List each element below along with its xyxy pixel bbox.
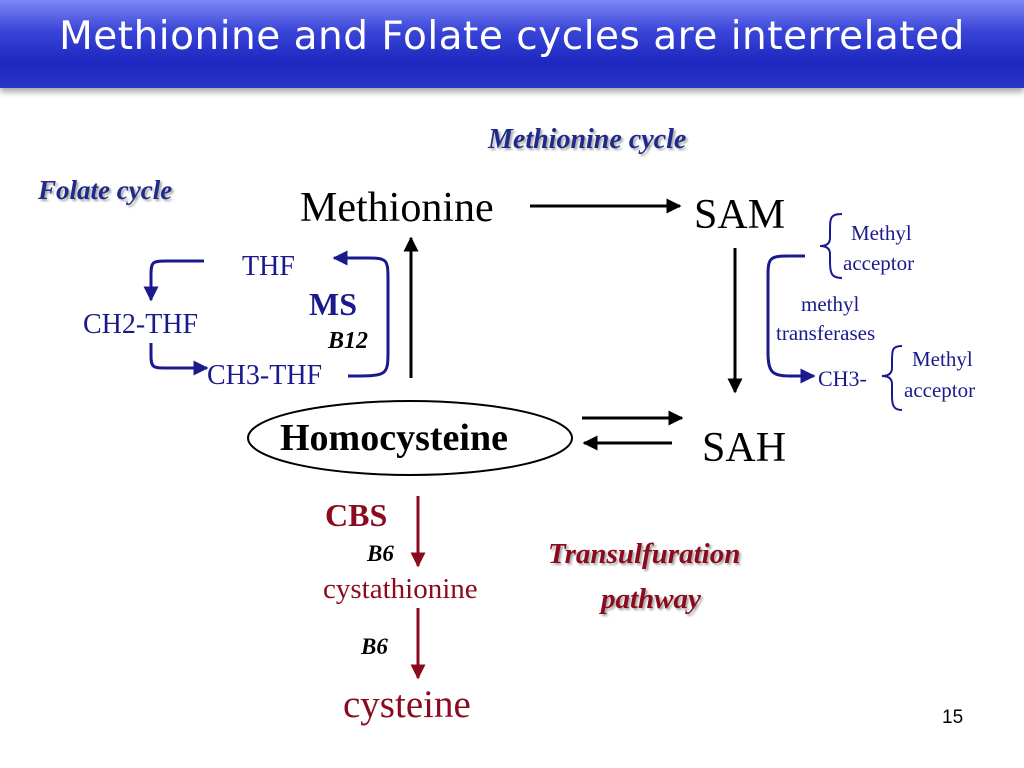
methyl-transferases-line1: methyl [801, 292, 860, 316]
arrow-ch2thf-to-ch3thf [149, 343, 209, 376]
arrow-thf-to-ch2thf [143, 259, 204, 302]
transulfuration-label-line2: pathway [601, 583, 701, 615]
enzyme-ms: MS [309, 286, 357, 322]
title-bar: Methionine and Folate cycles are interre… [0, 0, 1024, 88]
brace-top [819, 213, 843, 279]
node-ch3-thf: CH3-THF [207, 360, 323, 391]
node-sah: SAH [702, 425, 787, 471]
node-methionine: Methionine [300, 185, 494, 231]
methyl-transferases-line2: transferases [776, 321, 876, 345]
transulfuration-label-line1: Transulfuration [548, 538, 741, 570]
arrow-ms-loop [332, 250, 390, 378]
methyl-acceptor-top-line2: acceptor [843, 251, 915, 275]
folate-cycle-label: Folate cycle [38, 175, 173, 205]
cofactor-b12: B12 [328, 328, 369, 354]
methyl-ch3: CH3- [818, 366, 867, 391]
methyl-acceptor-bottom-line2: acceptor [904, 378, 976, 402]
methyl-acceptor-bottom-line1: Methyl [912, 347, 973, 371]
enzyme-cbs: CBS [325, 497, 388, 533]
arrow-methyl-transfer [766, 254, 816, 384]
node-cysteine: cysteine [343, 683, 471, 726]
homocysteine-ellipse [247, 400, 573, 476]
cofactor-b6-first: B6 [367, 541, 394, 566]
page-number: 15 [942, 707, 964, 728]
node-sam: SAM [694, 192, 786, 238]
brace-bottom [881, 345, 903, 411]
slide-title: Methionine and Folate cycles are interre… [59, 14, 965, 59]
methionine-cycle-label: Methionine cycle [488, 124, 687, 155]
node-thf: THF [242, 251, 295, 282]
methyl-acceptor-top-line1: Methyl [851, 221, 912, 245]
node-homocysteine: Homocysteine [280, 417, 508, 459]
node-ch2-thf: CH2-THF [83, 309, 199, 340]
node-cystathionine: cystathionine [323, 573, 478, 605]
cofactor-b6-second: B6 [361, 634, 388, 659]
